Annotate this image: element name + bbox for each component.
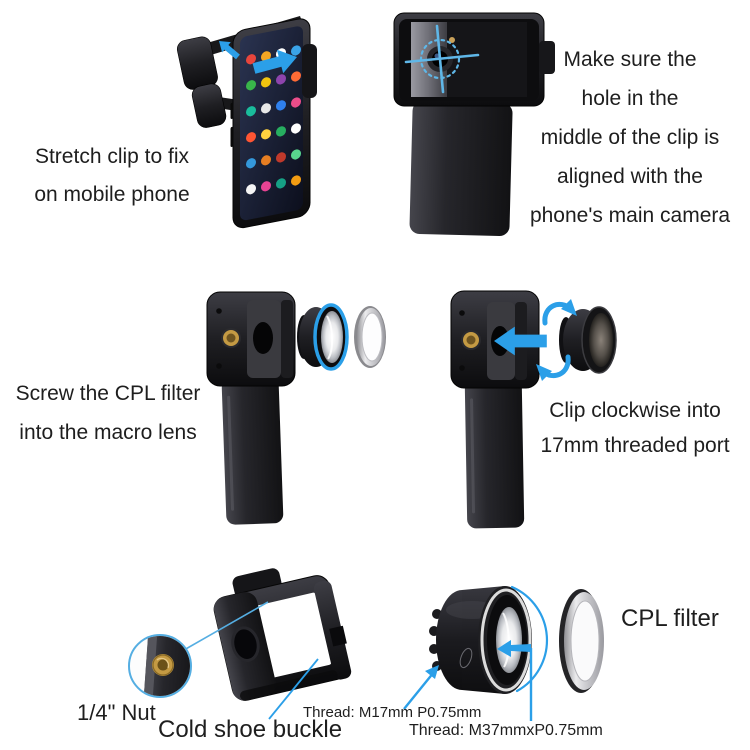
step2-line: phone's main camera: [529, 204, 731, 227]
thread37-arrow-icon: [497, 640, 533, 721]
cold-shoe-slot: [329, 625, 347, 647]
nut-magnifier-icon: [128, 634, 192, 698]
phone-body: [409, 100, 513, 237]
app-icons: [246, 45, 301, 195]
phone-screen: [240, 26, 303, 221]
clip-side-tab: [539, 41, 555, 74]
clip-frame-illustration: [128, 568, 352, 720]
clip-handle: [221, 377, 284, 525]
step1-line: Stretch clip to fix: [34, 145, 190, 168]
rotate-arrow-icon: [542, 299, 577, 326]
cpl-filter-label: CPL filter: [621, 605, 719, 632]
step4-caption: Clip clockwise into 17mm threaded port: [527, 393, 743, 463]
stretch-clip-illustration: [176, 16, 317, 229]
cpl-filter-detail: [559, 589, 604, 693]
quarter-nut-label: 1/4" Nut: [77, 700, 156, 725]
clip-right-jaw: [302, 44, 317, 98]
align-clip-illustration: [393, 12, 555, 237]
step2-caption: Make sure the hole in the middle of the …: [510, 40, 750, 235]
step1-line: on mobile phone: [34, 183, 190, 206]
step3-line: Screw the CPL filter: [15, 382, 201, 405]
step4-line: 17mm threaded port: [540, 434, 730, 457]
thread-m37-label: Thread: M37mmxP0.75mm: [409, 722, 603, 739]
front-thread-ring: [480, 588, 532, 692]
cpl-filter-ring: [354, 306, 386, 368]
callout-line-cold-shoe: [268, 658, 319, 720]
rotate-arrow-icon: [536, 354, 571, 381]
step3-line: into the macro lens: [19, 421, 197, 444]
clip-handle: [464, 379, 525, 529]
clip-left-jaw: [176, 36, 227, 128]
smartphone: [230, 18, 311, 229]
step2-line: aligned with the: [557, 165, 703, 188]
macro-lens-with-cpl: [559, 306, 617, 374]
step2-line: Make sure the: [563, 48, 697, 71]
lens-badge: [459, 647, 473, 669]
step2-line: hole in the: [581, 87, 679, 110]
step2-line: middle of the clip is: [540, 126, 720, 149]
step1-caption: Stretch clip to fix on mobile phone: [17, 138, 207, 214]
clockwise-clip-illustration: [450, 290, 617, 529]
callout-line-nut: [183, 601, 269, 651]
crosshair-icon: [404, 24, 480, 94]
thread-m17-label: Thread: M17mm P0.75mm: [303, 704, 482, 721]
screw-cpl-illustration: [206, 291, 386, 525]
step4-line: Clip clockwise into: [549, 399, 721, 422]
lens-hole: [234, 629, 257, 659]
macro-lens: [297, 303, 349, 371]
step3-caption: Screw the CPL filter into the macro lens: [3, 374, 213, 452]
cold-shoe-label: Cold shoe buckle: [158, 716, 343, 743]
macro-lens-detail: [403, 585, 549, 721]
thread17-arrow-icon: [403, 665, 439, 710]
threaded-port: [253, 322, 273, 354]
